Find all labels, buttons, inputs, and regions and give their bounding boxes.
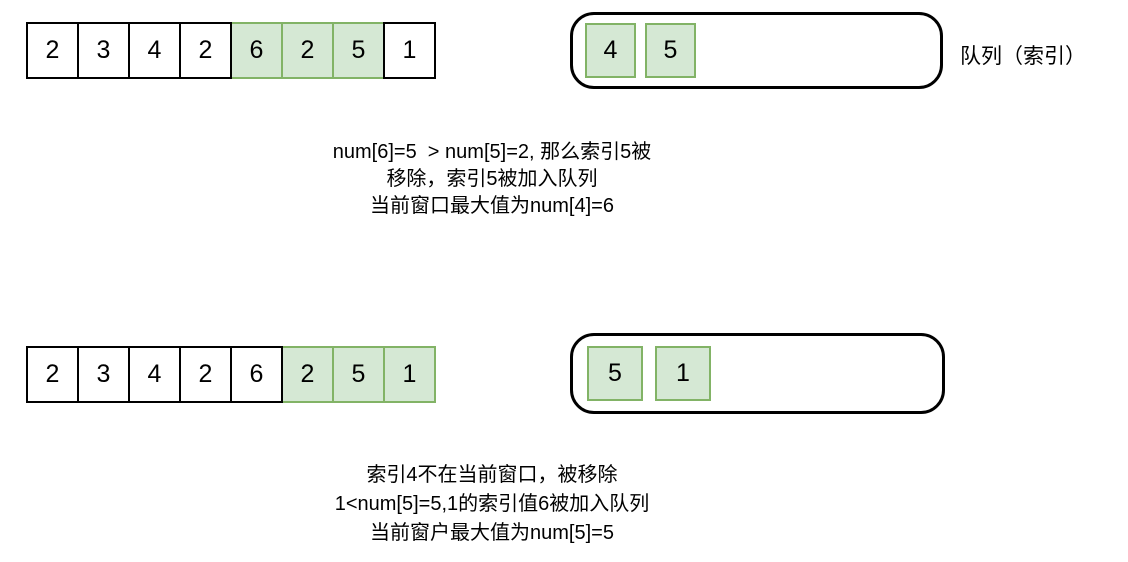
caption-line: 当前窗户最大值为num[5]=5	[370, 522, 614, 544]
step2-queue-box: 5 1	[570, 333, 945, 414]
array-cell: 4	[128, 22, 181, 79]
queue-item: 5	[587, 346, 643, 401]
caption-line: num[6]=5 > num[5]=2, 那么索引5被	[332, 141, 652, 163]
array-cell-highlighted: 2	[281, 22, 334, 79]
step2-array: 2 3 4 2 6 2 5 1	[26, 346, 436, 403]
array-cell: 2	[179, 22, 232, 79]
caption-line: 1<num[5]=5,1的索引值6被加入队列	[334, 493, 650, 515]
array-cell: 2	[179, 346, 232, 403]
step1-caption: num[6]=5 > num[5]=2, 那么索引5被 移除，索引5被加入队列 …	[192, 139, 792, 220]
step1-array: 2 3 4 2 6 2 5 1	[26, 22, 436, 79]
step1-queue-box: 4 5	[570, 12, 943, 89]
array-cell: 2	[26, 346, 79, 403]
array-cell-highlighted: 6	[230, 22, 283, 79]
array-cell-highlighted: 5	[332, 346, 385, 403]
array-cell-highlighted: 2	[281, 346, 334, 403]
step2-caption: 索引4不在当前窗口，被移除 1<num[5]=5,1的索引值6被加入队列 当前窗…	[192, 461, 792, 548]
queue-item: 1	[655, 346, 711, 401]
array-cell: 6	[230, 346, 283, 403]
array-cell-highlighted: 1	[383, 346, 436, 403]
queue-item: 4	[585, 23, 636, 78]
caption-line: 当前窗口最大值为num[4]=6	[370, 195, 614, 217]
array-cell: 4	[128, 346, 181, 403]
array-cell: 3	[77, 346, 130, 403]
caption-line: 移除，索引5被加入队列	[386, 168, 598, 190]
array-cell: 1	[383, 22, 436, 79]
array-cell: 3	[77, 22, 130, 79]
caption-line: 索引4不在当前窗口，被移除	[366, 464, 618, 486]
array-cell: 2	[26, 22, 79, 79]
array-cell-highlighted: 5	[332, 22, 385, 79]
queue-item: 5	[645, 23, 696, 78]
queue-label: 队列（索引）	[960, 45, 1086, 68]
